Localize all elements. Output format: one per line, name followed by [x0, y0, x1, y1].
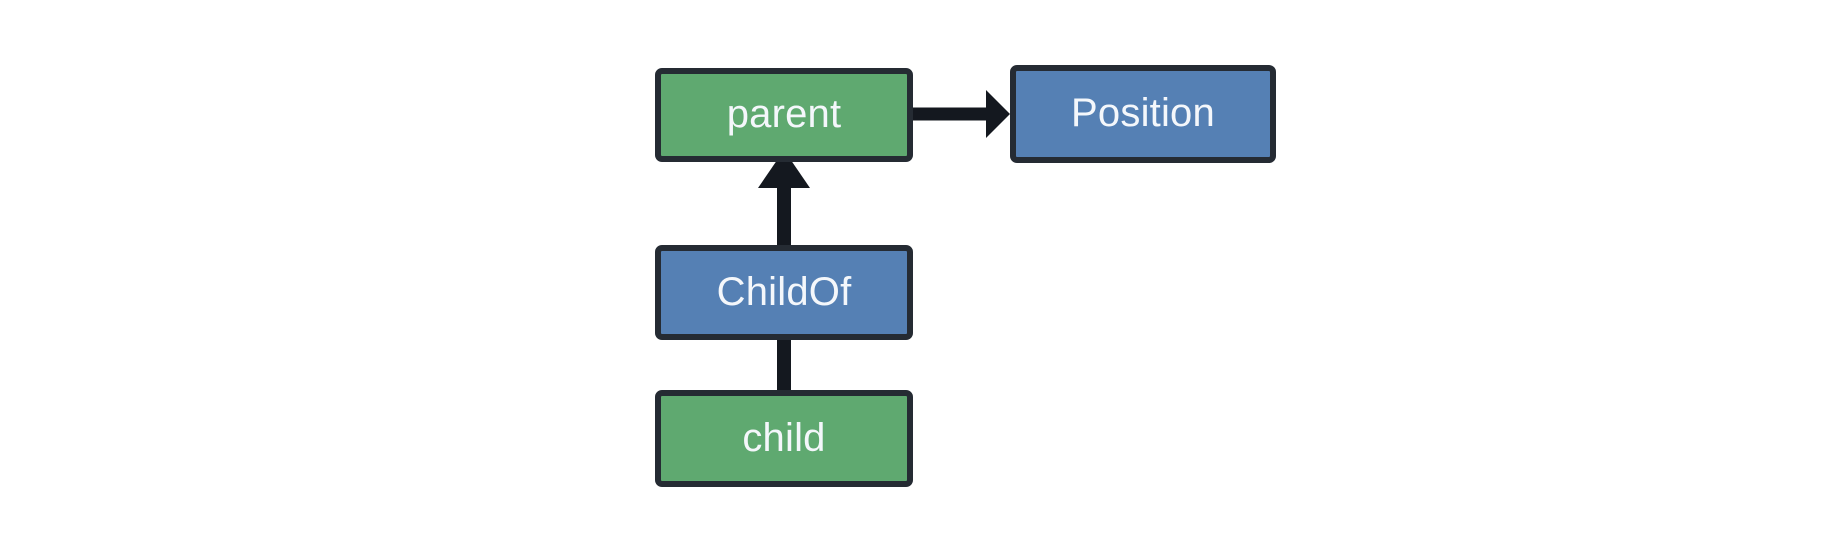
- node-position[interactable]: Position: [1010, 65, 1276, 163]
- node-parent[interactable]: parent: [655, 68, 913, 162]
- node-child-label: child: [742, 415, 826, 460]
- node-childof-label: ChildOf: [716, 269, 852, 314]
- edge-childof-to-parent: [758, 150, 810, 245]
- node-child[interactable]: child: [655, 390, 913, 487]
- node-childof[interactable]: ChildOf: [655, 245, 913, 340]
- edge-parent-to-position: [913, 90, 1010, 138]
- node-position-label: Position: [1071, 91, 1215, 135]
- node-parent-label: parent: [726, 92, 842, 136]
